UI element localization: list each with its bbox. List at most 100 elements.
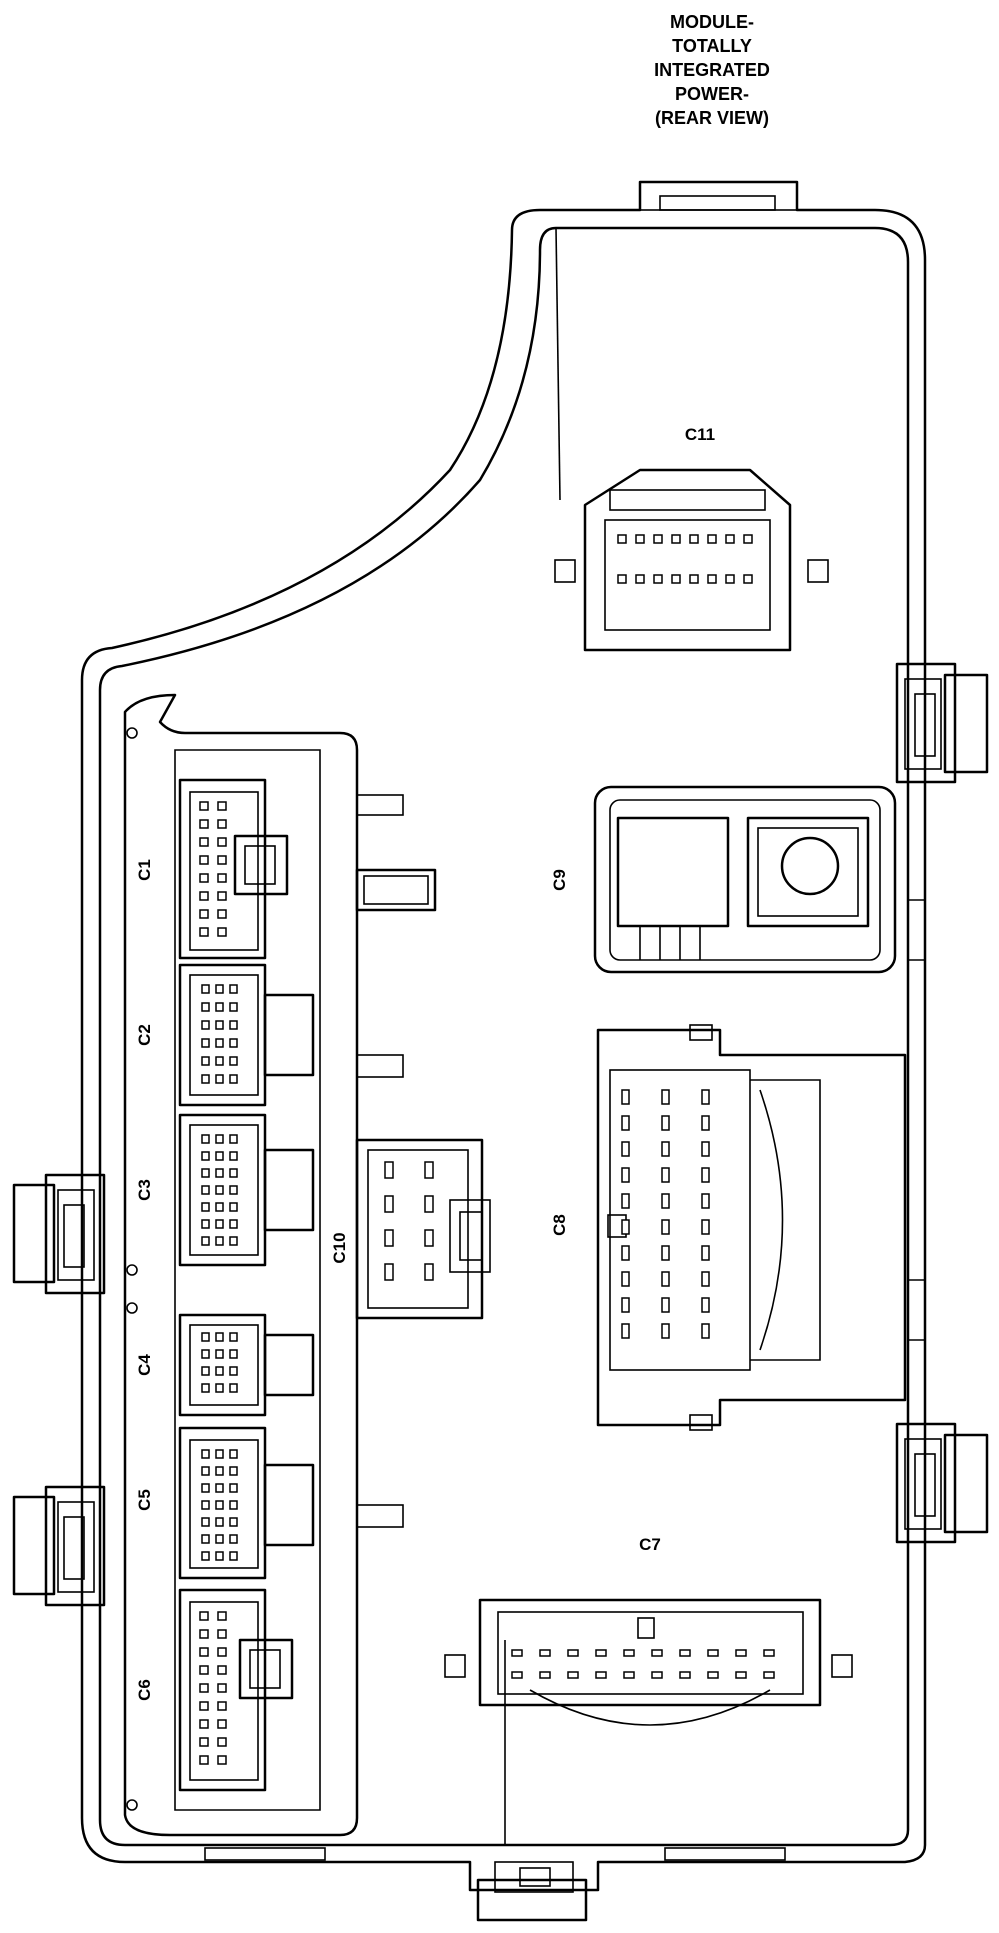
pin-cavity bbox=[201, 1020, 210, 1030]
pin-cavity bbox=[653, 534, 663, 544]
pin-cavity bbox=[201, 1185, 210, 1195]
pin-cavity bbox=[384, 1161, 394, 1179]
pin-cavity bbox=[215, 1551, 224, 1561]
pin-cavity bbox=[217, 909, 227, 919]
pin-cavity bbox=[229, 1366, 238, 1376]
pin-cavity bbox=[215, 1534, 224, 1544]
pin-cavity bbox=[567, 1671, 579, 1679]
pin-cavity bbox=[701, 1297, 710, 1313]
pin-cavity bbox=[707, 534, 717, 544]
pin-cavity bbox=[217, 891, 227, 901]
pin-cavity bbox=[743, 574, 753, 584]
pin-cavity bbox=[217, 1611, 227, 1621]
pin-cavity bbox=[201, 1466, 210, 1476]
pin-cavity bbox=[511, 1649, 523, 1657]
pin-cavity bbox=[539, 1649, 551, 1657]
pin-cavity bbox=[215, 1349, 224, 1359]
pin-cavity bbox=[201, 1483, 210, 1493]
pin-cavity bbox=[215, 1002, 224, 1012]
pin-cavity bbox=[595, 1649, 607, 1657]
pin-cavity bbox=[229, 984, 238, 994]
pin-cavity bbox=[661, 1245, 670, 1261]
pin-cavity bbox=[763, 1671, 775, 1679]
pin-cavity bbox=[215, 1151, 224, 1161]
pin-cavity bbox=[201, 984, 210, 994]
pin-cavity bbox=[199, 1629, 209, 1639]
pin-cavity bbox=[217, 927, 227, 937]
pin-cavity bbox=[217, 855, 227, 865]
pin-cavity bbox=[229, 1383, 238, 1393]
pin-cavity bbox=[661, 1089, 670, 1105]
pin-cavity bbox=[199, 1683, 209, 1693]
pin-cavity bbox=[229, 1349, 238, 1359]
pin-cavity bbox=[199, 873, 209, 883]
pin-cavity bbox=[215, 1449, 224, 1459]
c8-connector: C8 bbox=[550, 1024, 907, 1431]
pin-cavity bbox=[661, 1219, 670, 1235]
pin-cavity bbox=[689, 574, 699, 584]
pin-cavity bbox=[199, 801, 209, 811]
pin-cavity bbox=[229, 1449, 238, 1459]
pin-cavity bbox=[215, 1236, 224, 1246]
pin-cavity bbox=[215, 1185, 224, 1195]
c9-connector: C9 bbox=[550, 785, 897, 974]
pin-cavity bbox=[215, 984, 224, 994]
pin-cavity bbox=[215, 1074, 224, 1084]
pin-cavity bbox=[701, 1167, 710, 1183]
pin-cavity bbox=[217, 819, 227, 829]
label-c5: C5 bbox=[135, 1489, 154, 1511]
pin-cavity bbox=[201, 1383, 210, 1393]
pin-cavity bbox=[595, 1671, 607, 1679]
pin-cavity bbox=[229, 1038, 238, 1048]
c4-connector: C4 bbox=[135, 1313, 315, 1417]
pin-cavity bbox=[229, 1074, 238, 1084]
pin-cavity bbox=[199, 891, 209, 901]
pin-cavity bbox=[215, 1366, 224, 1376]
pin-cavity bbox=[735, 1671, 747, 1679]
side-latches bbox=[12, 662, 989, 1922]
pin-cavity bbox=[621, 1115, 630, 1131]
label-c4: C4 bbox=[135, 1354, 154, 1376]
pin-cavity bbox=[215, 1383, 224, 1393]
pin-cavity bbox=[617, 574, 627, 584]
pin-cavity bbox=[217, 1647, 227, 1657]
pin-cavity bbox=[201, 1349, 210, 1359]
pin-cavity bbox=[735, 1649, 747, 1657]
pin-cavity bbox=[199, 1647, 209, 1657]
c6-connector: C6 bbox=[135, 1588, 294, 1792]
pin-cavity bbox=[217, 873, 227, 883]
pin-cavity bbox=[651, 1671, 663, 1679]
pin-cavity bbox=[215, 1500, 224, 1510]
pin-cavity bbox=[229, 1056, 238, 1066]
pin-cavity bbox=[635, 534, 645, 544]
pin-cavity bbox=[217, 1683, 227, 1693]
c5-connector: C5 bbox=[135, 1426, 315, 1580]
pin-cavity bbox=[701, 1193, 710, 1209]
pin-cavity bbox=[424, 1229, 434, 1247]
pin-cavity bbox=[229, 1551, 238, 1561]
pin-cavity bbox=[635, 574, 645, 584]
pin-cavity bbox=[701, 1245, 710, 1261]
pin-cavity bbox=[617, 534, 627, 544]
label-c3: C3 bbox=[135, 1179, 154, 1201]
pin-cavity bbox=[384, 1195, 394, 1213]
pin-cavity bbox=[201, 1056, 210, 1066]
title-line-3: INTEGRATED bbox=[654, 60, 770, 80]
pin-cavity bbox=[661, 1141, 670, 1157]
pin-cavity bbox=[701, 1141, 710, 1157]
pin-cavity bbox=[621, 1271, 630, 1287]
pin-cavity bbox=[621, 1167, 630, 1183]
pin-cavity bbox=[707, 1649, 719, 1657]
pin-cavity bbox=[199, 819, 209, 829]
pin-cavity bbox=[215, 1202, 224, 1212]
pin-cavity bbox=[201, 1517, 210, 1527]
pin-cavity bbox=[229, 1168, 238, 1178]
pin-cavity bbox=[199, 1701, 209, 1711]
c10-connector-bay: C10 bbox=[123, 693, 437, 1837]
pin-cavity bbox=[199, 1737, 209, 1747]
pin-cavity bbox=[229, 1236, 238, 1246]
pin-cavity bbox=[215, 1134, 224, 1144]
pin-cavity bbox=[199, 1665, 209, 1675]
pin-cavity bbox=[661, 1271, 670, 1287]
